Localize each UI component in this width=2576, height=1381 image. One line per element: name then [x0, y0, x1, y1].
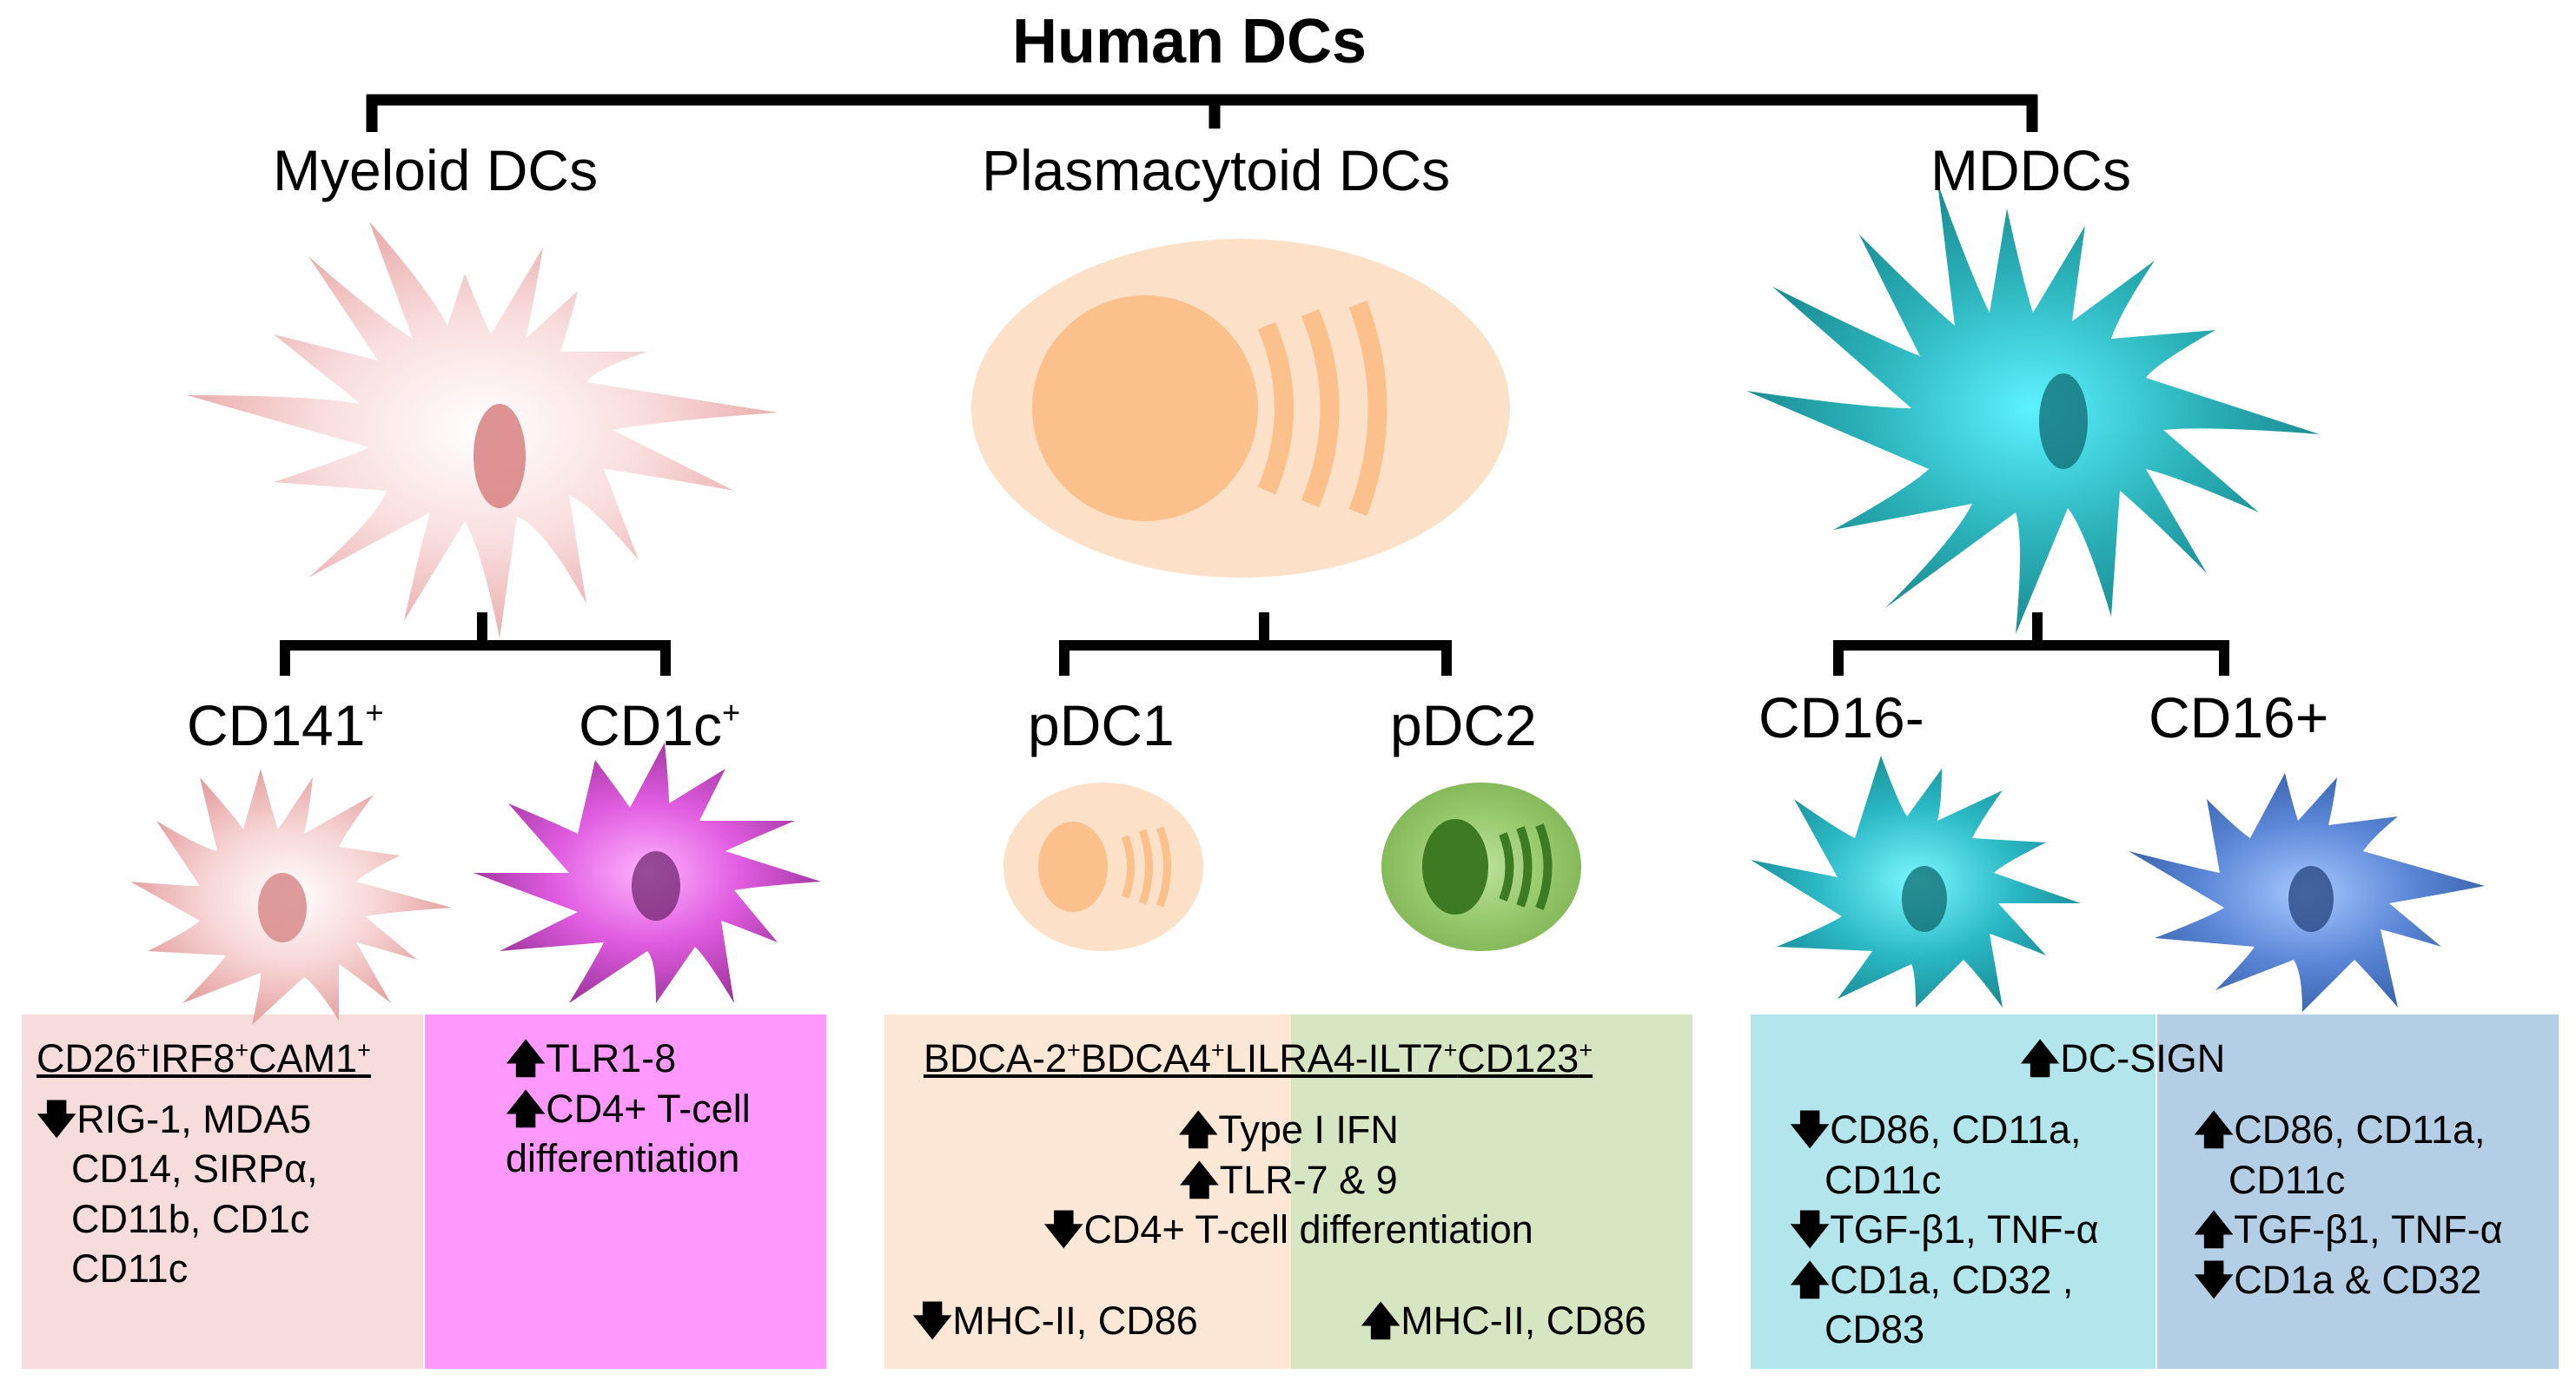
pdc2-text: 🡅MHC-II, CD86 — [1361, 1298, 1646, 1344]
up-arrow-icon: 🡅 — [1790, 1256, 1831, 1303]
down-arrow-icon: 🡇 — [1790, 1206, 1831, 1253]
myeloid-bracket — [280, 612, 671, 676]
pdc1-text: 🡇MHC-II, CD86 — [912, 1298, 1198, 1344]
top-bracket — [366, 94, 2038, 132]
subtype-label-cd16neg: CD16- — [1758, 685, 1924, 750]
up-arrow-icon: 🡅 — [1361, 1298, 1401, 1344]
cd16pos-box-text: 🡅CD86, CD11a, CD11c 🡅TGF-β1, TNF-α 🡇CD1a… — [2194, 1107, 2503, 1303]
subtype-label-pdc1: pDC1 — [1028, 693, 1175, 757]
box-pdc2 — [1291, 1014, 1692, 1369]
cd141-box-text: CD26+IRF8+CAM1+ 🡇RIG-1, MDA5 CD14, SIRPα… — [36, 1034, 371, 1294]
subtype-label-pdc2: pDC2 — [1390, 693, 1537, 757]
down-arrow-icon: 🡇 — [912, 1298, 953, 1344]
subtype-label-cd1c: CD1c+ — [579, 693, 741, 757]
pdc-cell-icon — [971, 239, 1510, 578]
up-arrow-icon: 🡅 — [2194, 1107, 2235, 1153]
cd16pos-cell-icon — [2129, 773, 2485, 1012]
up-arrow-icon: 🡅 — [2020, 1035, 2061, 1081]
group-label-mddc: MDDCs — [1930, 138, 2131, 202]
group-label-plasmacytoid: Plasmacytoid DCs — [982, 138, 1451, 202]
mddc-cell-icon — [1746, 182, 2320, 634]
mddc-bracket — [1833, 612, 2229, 676]
down-arrow-icon: 🡇 — [1790, 1107, 1831, 1153]
pdc-marker-header: BDCA-2+BDCA4+LILRA4-ILT7+CD123+ — [924, 1036, 1593, 1080]
myeloid-cell-icon — [187, 221, 778, 638]
mddc-shared-text: 🡅DC-SIGN — [2020, 1035, 2226, 1081]
box-cd16neg — [1751, 1014, 2155, 1369]
cd141-cell-icon — [130, 769, 452, 1025]
box-cd1c — [425, 1014, 826, 1369]
up-arrow-icon: 🡅 — [1178, 1107, 1219, 1153]
pdc-shared-text: 🡅Type I IFN 🡅TLR-7 & 9 🡇CD4+ T-cell diff… — [1043, 1107, 1533, 1253]
cd16neg-box-text: 🡇CD86, CD11a, CD11c 🡇TGF-β1, TNF-α 🡅CD1a… — [1790, 1107, 2099, 1352]
pdc-bracket — [1059, 612, 1452, 676]
group-label-myeloid: Myeloid DCs — [273, 138, 599, 202]
subtype-label-cd141: CD141+ — [187, 693, 384, 757]
down-arrow-icon: 🡇 — [1043, 1206, 1084, 1253]
subtype-label-cd16pos: CD16+ — [2149, 685, 2329, 750]
up-arrow-icon: 🡅 — [506, 1085, 546, 1132]
diagram-title: Human DCs — [1012, 7, 1367, 76]
up-arrow-icon: 🡅 — [1179, 1156, 1220, 1203]
up-arrow-icon: 🡅 — [2194, 1206, 2235, 1253]
cd1c-box-text: 🡅TLR1-8 🡅CD4+ T-cell differentiation — [506, 1035, 751, 1181]
pdc1-cell-icon — [1003, 783, 1203, 951]
box-cd16pos — [2157, 1014, 2559, 1369]
box-cd141 — [22, 1014, 423, 1369]
cd141-marker-header: CD26+IRF8+CAM1+ — [36, 1036, 371, 1080]
down-arrow-icon: 🡇 — [36, 1095, 77, 1142]
cd16neg-cell-icon — [1751, 756, 2081, 1008]
pdc2-cell-icon — [1381, 783, 1581, 951]
up-arrow-icon: 🡅 — [506, 1035, 546, 1081]
cd1c-cell-icon — [473, 743, 821, 1003]
down-arrow-icon: 🡇 — [2194, 1256, 2235, 1303]
box-pdc1 — [884, 1014, 1291, 1369]
